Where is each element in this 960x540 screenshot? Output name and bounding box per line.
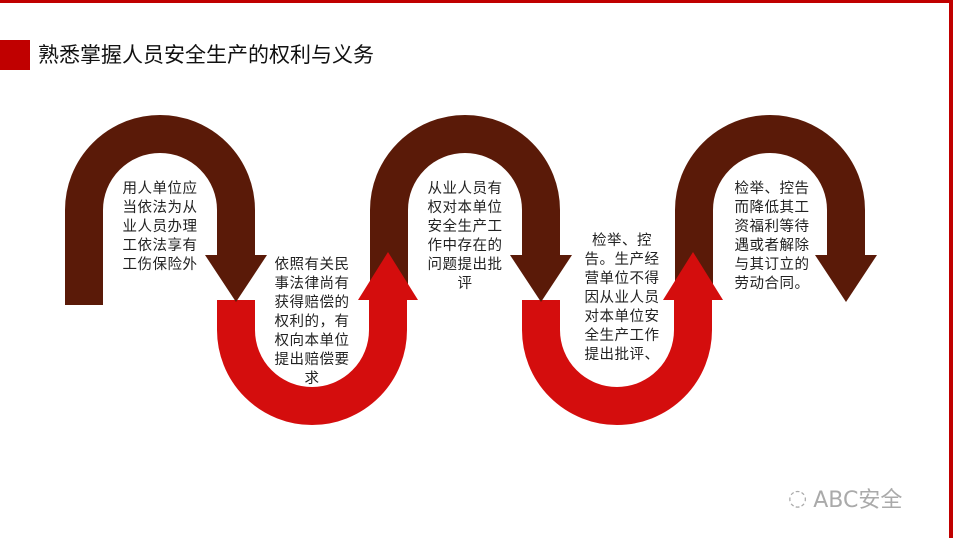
red-u-arrow-1: [217, 300, 407, 425]
brown-arrowhead-down-2: [510, 255, 572, 302]
title-accent-block: [0, 40, 30, 70]
brown-arch-3: [675, 115, 865, 300]
slide-title: 熟悉掌握人员安全生产的权利与义务: [38, 43, 374, 67]
step-2-text: 依照有关民事法律尚有获得赔偿的权利的，有权向本单位提出赔偿要求: [274, 257, 350, 387]
step-3-text: 从业人员有权对本单位安全生产工作中存在的问题提出批评: [427, 181, 503, 292]
wechat-icon: ◌: [788, 485, 808, 511]
red-arrowhead-up-2: [663, 252, 723, 300]
brown-arrowhead-down-1: [205, 255, 267, 302]
watermark-text: ABC安全: [813, 488, 903, 513]
step-5-text: 检举、控告而降低其工资福利等待遇或者解除与其订立的劳动合同。: [734, 181, 810, 292]
watermark: ◌ ABC安全: [788, 482, 902, 514]
step-4-text: 检举、控告。生产经营单位不得因从业人员对本单位安全生产工作提出批评、: [584, 233, 660, 363]
red-u-arrow-2: [522, 300, 712, 425]
brown-arch-1: [65, 115, 255, 305]
step-1-text: 用人单位应当依法为从业人员办理工依法享有工伤保险外: [122, 181, 198, 273]
brown-arrowhead-down-3: [815, 255, 877, 302]
brown-arch-2: [370, 115, 560, 300]
red-arrowhead-up-1: [358, 252, 418, 300]
